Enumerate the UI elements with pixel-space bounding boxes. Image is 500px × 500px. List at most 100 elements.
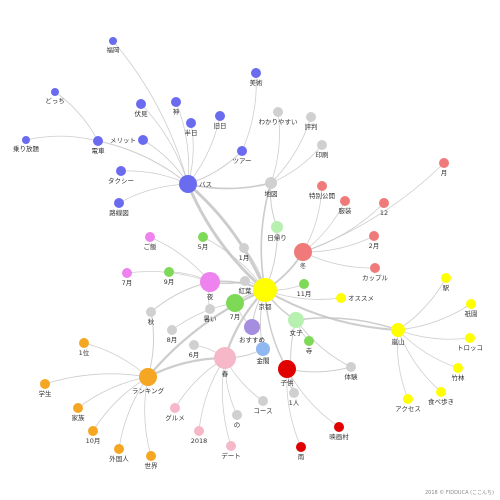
node-eigamura: 映画村 [329,422,349,441]
node-n2gatsu-circle [369,231,379,241]
node-n9gatsu-label: 9月 [164,278,175,286]
node-joshi-label: 女子 [290,328,304,337]
node-fuyu-circle [294,243,312,261]
node-tour-circle [237,146,247,156]
node-norihoudai-circle [22,136,30,144]
node-torokko-circle [465,333,475,343]
node-sekai-circle [146,451,156,461]
node-date-circle [226,441,236,451]
node-fukuoka: 福岡 [107,37,120,54]
node-no: の [232,410,242,429]
node-gion: 祇園 [465,299,478,318]
node-gakusei-circle [40,379,50,389]
node-n11gatsu-circle [299,279,309,289]
node-n7gatsu2: 7月 [226,294,244,321]
edge-kyoto-bus [186,182,267,292]
node-eki-circle [441,273,451,283]
node-access-circle [403,394,413,404]
node-n7gatsu-circle [122,268,132,278]
node-tsuki-circle [439,158,449,168]
node-n2018-label: 2018 [191,437,208,445]
node-tour: ツアー [232,146,252,165]
node-kinkaku-circle [256,342,270,356]
edge-bus-rosenzu [118,183,189,204]
node-bus-circle [179,175,197,193]
node-n1i-label: 1位 [79,348,90,357]
edge-bus-fukuoka [112,40,189,185]
node-arashiyama-circle [391,323,405,337]
node-osusume-label: オススメ [348,295,374,303]
node-fuyui: 暑い [204,304,217,323]
node-hyouban: 評判 [305,112,318,131]
edge-haru-n2018 [198,357,226,432]
node-sekai-label: 世界 [145,461,159,470]
edge-fuyu-n12 [302,202,385,253]
node-fukusou: 服装 [339,196,353,215]
node-fukusou-label: 服装 [339,206,353,215]
node-taiken: 体験 [345,362,358,381]
edge-arashiyama-eki [397,277,447,331]
node-osusume2: おすすめ [239,319,265,344]
node-n7gatsu2-label: 7月 [230,313,241,321]
node-access: アクセス [395,394,421,413]
node-higaeri-label: 日帰り [267,233,287,242]
node-gourmet-circle [170,403,180,413]
node-kouyou-circle [240,276,250,286]
node-n7gatsu-label: 7月 [122,279,133,287]
node-dotchi: どっち [45,88,65,105]
node-ame: 雨 [296,442,306,461]
node-n12-circle [379,198,389,208]
node-taxi-label: タクシー [108,176,134,185]
edge-fuyu-tsuki [302,162,445,253]
node-gion-label: 祇園 [465,309,478,318]
edge-bus-tour [187,150,243,185]
node-course-circle [258,396,268,406]
node-aki-label: 秋 [148,317,155,326]
node-wakariyasui: わかりやすい [259,107,298,126]
node-no-label: の [234,421,241,429]
node-kazoku: 家族 [72,403,85,422]
node-chikurin: 竹林 [452,363,465,382]
node-insatsu-label: 印刷 [316,151,329,159]
node-kazoku-circle [73,403,83,413]
node-osusume2-label: おすすめ [239,336,265,344]
node-gakusei-label: 学生 [39,389,53,398]
node-taxi: タクシー [108,166,134,185]
node-gourmet-label: グルメ [165,413,185,422]
node-wakariyasui-circle [273,107,283,117]
node-tsuki-label: 月 [441,169,448,177]
node-n2gatsu: 2月 [369,231,380,250]
node-yoru-circle [200,272,220,292]
node-fuyui-label: 暑い [204,315,217,323]
node-couple-label: カップル [362,274,389,282]
edge-arashiyama-torokko [397,329,471,340]
node-tsuki: 月 [439,158,449,177]
node-insatsu: 印刷 [316,140,329,159]
edge-arashiyama-tabearuki [397,329,442,393]
edge-bus-kyoto [186,182,267,292]
node-densha-label: 電車 [92,146,106,155]
node-kyoto-circle [253,278,277,302]
node-n5gatsu-label: 5月 [198,243,209,251]
node-n8gatsu-circle [167,325,177,335]
node-insatsu-circle [317,140,327,150]
node-hinichi: 旧日 [214,111,227,130]
node-kouyou: 紅葉 [239,276,252,295]
edge-tour-bijutsu [241,72,257,152]
edge-densha-dotchi [54,91,99,142]
edge-fuyu-couple [302,251,376,269]
node-n1i: 1位 [79,338,90,357]
edge-chizu-hyouban [270,116,312,184]
node-gaikokujin-label: 外国人 [109,454,129,463]
node-n6gatsu: 6月 [189,340,199,359]
node-n2gatsu-label: 2月 [369,242,380,250]
node-kinkaku: 金閣 [256,342,270,365]
node-aki: 秋 [146,307,156,326]
node-hinichi-label: 旧日 [214,122,227,130]
node-fuyui-circle [205,304,215,314]
node-haru: 春 [214,347,236,378]
node-date-label: デート [221,451,241,460]
node-fuyu-label: 冬 [300,261,307,270]
node-fukuso: 伏見 [135,99,148,118]
node-wakariyasui-label: わかりやすい [259,118,298,126]
